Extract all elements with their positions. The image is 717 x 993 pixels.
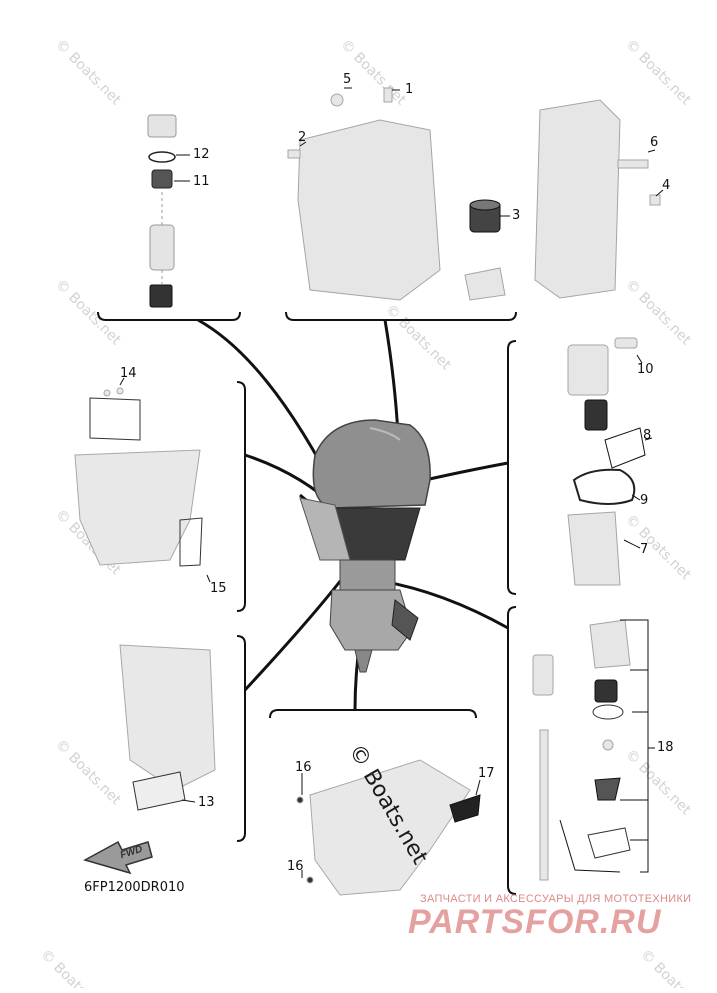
shop-logo: PARTSFOR.RU bbox=[408, 903, 662, 941]
bracket-top-center bbox=[285, 311, 517, 321]
filter-bowl bbox=[149, 224, 175, 271]
cover-gasket bbox=[604, 427, 646, 469]
callout-14: 14 bbox=[120, 366, 137, 381]
diagram-code: 6FP1200DR010 bbox=[84, 880, 185, 895]
pump-housing bbox=[532, 654, 554, 696]
cowling-highlight bbox=[369, 427, 401, 441]
bottom-cowling bbox=[119, 644, 216, 791]
drive-shaft bbox=[539, 729, 549, 881]
watermark-text: © Boats.net bbox=[622, 37, 694, 109]
gasket bbox=[572, 468, 636, 505]
small-screw bbox=[116, 387, 124, 395]
callout-11: 11 bbox=[193, 174, 210, 189]
oil-pan-group bbox=[74, 387, 203, 567]
bracket-right-mid bbox=[507, 340, 517, 595]
group-brackets bbox=[97, 311, 517, 895]
callout-6: 6 bbox=[650, 135, 659, 150]
callout-12: 12 bbox=[193, 147, 210, 162]
filter-cap bbox=[147, 114, 177, 138]
callout-18: 18 bbox=[657, 740, 674, 755]
cover-plate bbox=[567, 511, 621, 586]
thermo-part bbox=[330, 93, 344, 107]
propeller bbox=[391, 599, 419, 641]
small-screw bbox=[103, 389, 111, 397]
sensor-part bbox=[287, 149, 301, 159]
bracket-left-mid bbox=[236, 381, 246, 612]
watermark-text: © Boats.net bbox=[382, 302, 454, 374]
filter-element bbox=[151, 169, 173, 189]
lower-case bbox=[309, 759, 471, 896]
connector-line bbox=[243, 574, 347, 692]
bracket-top-left bbox=[97, 311, 241, 321]
anode bbox=[614, 337, 638, 349]
filter-sensor bbox=[149, 284, 173, 308]
callout-16-lower: 16 bbox=[287, 859, 304, 874]
small-bolt bbox=[296, 796, 304, 804]
bolt-part bbox=[649, 194, 661, 206]
water-pump-part bbox=[449, 794, 481, 823]
bracket-right-low bbox=[507, 606, 517, 895]
outboard-motor bbox=[299, 419, 431, 673]
plug-part bbox=[383, 87, 393, 103]
watermark-text: © Boats.net bbox=[52, 37, 124, 109]
engine-cowling bbox=[312, 419, 431, 509]
washer bbox=[602, 739, 614, 751]
bottom-cowling-group bbox=[119, 644, 216, 811]
impeller bbox=[594, 777, 621, 801]
housing bbox=[567, 344, 609, 396]
engine-block-group bbox=[287, 87, 661, 301]
outer-plate bbox=[589, 619, 631, 669]
callout-9: 9 bbox=[640, 493, 649, 508]
callout-15: 15 bbox=[210, 581, 227, 596]
oil-pan bbox=[74, 449, 201, 566]
water-pump-group bbox=[532, 619, 631, 881]
skeg bbox=[354, 649, 373, 673]
bracket-frame bbox=[89, 397, 141, 441]
callout-4: 4 bbox=[662, 178, 671, 193]
thermostat bbox=[584, 399, 608, 431]
lower-unit bbox=[329, 589, 413, 651]
callout-17: 17 bbox=[478, 766, 495, 781]
lower-case-group bbox=[296, 759, 481, 896]
callout-16-upper: 16 bbox=[295, 760, 312, 775]
watermark-text: © Boats.net bbox=[637, 947, 709, 988]
oil-filter-base bbox=[464, 267, 506, 301]
fwd-arrow-icon bbox=[83, 840, 153, 875]
callout-7: 7 bbox=[640, 542, 649, 557]
bracket-left-low bbox=[236, 635, 246, 842]
cylinder-block bbox=[297, 119, 441, 301]
seal-strip bbox=[132, 771, 186, 811]
watermark-text: © Boats.net bbox=[52, 277, 124, 349]
watermark-text: © Boats.net bbox=[622, 512, 694, 584]
bracket-bottom-center bbox=[269, 709, 477, 719]
callout-5: 5 bbox=[343, 72, 352, 87]
pump-gasket bbox=[592, 704, 624, 720]
small-bolt bbox=[306, 876, 314, 884]
o-ring bbox=[148, 151, 176, 163]
impeller-cup bbox=[594, 679, 618, 703]
shop-tagline: ЗАПЧАСТИ И АКСЕССУАРЫ ДЛЯ МОТОТЕХНИКИ bbox=[420, 893, 692, 905]
watermark-text: © Boats.net bbox=[622, 747, 694, 819]
callout-8: 8 bbox=[643, 428, 652, 443]
base-plate-gasket bbox=[587, 827, 631, 859]
watermark-text: © Boats.net bbox=[52, 737, 124, 809]
connector-line bbox=[424, 461, 509, 482]
rod-part bbox=[617, 159, 649, 169]
callout-3: 3 bbox=[512, 208, 521, 223]
bracket-frame-low bbox=[179, 517, 203, 567]
callout-1: 1 bbox=[405, 82, 414, 97]
thermostat-group bbox=[567, 337, 646, 586]
cylinder-head bbox=[534, 99, 621, 299]
callout-2: 2 bbox=[298, 130, 307, 145]
callout-10: 10 bbox=[637, 362, 654, 377]
midsection bbox=[339, 559, 396, 591]
connector-line bbox=[383, 319, 400, 436]
fuel-filter-group bbox=[147, 114, 177, 308]
watermark-text: © Boats.net bbox=[37, 947, 109, 988]
callout-13: 13 bbox=[198, 795, 215, 810]
